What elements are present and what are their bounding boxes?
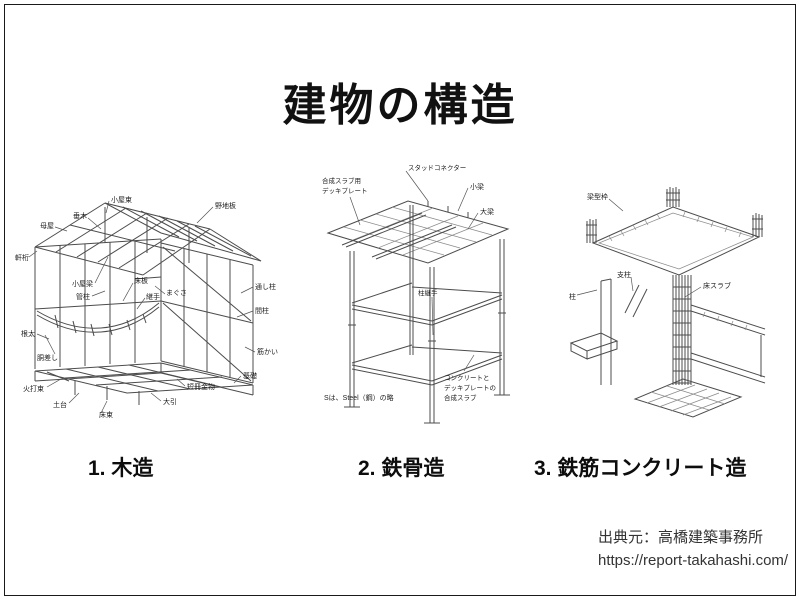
rc-labels: 梁型枠 支柱 柱 床スラブ (569, 192, 731, 301)
caption-row: 1. 木造 2. 鉄骨造 3. 鉄筋コンクリート造 (0, 452, 800, 482)
caption-steel: 2. 鉄骨造 (358, 457, 445, 480)
steel-structure-drawing: スタッドコネクター 小梁 大梁 合成スラブ用 デッキプレート 柱継手 Sは、St… (322, 163, 510, 424)
source-block: 出典元：高橋建築事務所 https://report-takahashi.com… (598, 527, 788, 572)
label-deck-line1: 合成スラブ用 (322, 176, 361, 185)
label-yukaita: 床板 (134, 276, 148, 285)
label-hashira-tsugite: 柱継手 (418, 288, 438, 297)
label-neda: 根太 (21, 329, 35, 338)
rc-leader-lines (576, 198, 702, 298)
caption-wood: 1. 木造 (88, 457, 154, 480)
label-yukazuka: 床束 (99, 410, 113, 419)
label-obiki: 大引 (163, 397, 177, 406)
label-nokigeta: 軒桁 (15, 253, 29, 262)
label-taruki: 垂木 (73, 211, 87, 220)
steel-structure-diagram: スタッドコネクター 小梁 大梁 合成スラブ用 デッキプレート 柱継手 Sは、St… (312, 155, 517, 440)
label-hashira: 柱 (569, 292, 576, 301)
label-stud-connector: スタッドコネクター (408, 163, 466, 172)
label-tsugite: 継手 (146, 292, 160, 301)
page-title: 建物の構造 (282, 81, 518, 131)
rc-beams (690, 304, 766, 384)
label-mabashira: 間柱 (255, 306, 269, 315)
rc-structure-diagram: 梁型枠 支柱 柱 床スラブ (565, 185, 775, 435)
source-url: https://report-takahashi.com/ (598, 551, 789, 569)
label-dodai: 土台 (53, 400, 67, 409)
rc-slab-formwork (591, 206, 761, 276)
label-koyazuka: 小屋束 (111, 195, 132, 204)
label-s-note: Sは、Steel（鋼）の略 (324, 393, 394, 402)
caption-rc: 3. 鉄筋コンクリート造 (534, 457, 747, 480)
label-tanzaku-kanamono: 短冊金物 (187, 382, 215, 391)
wood-second-floor (36, 302, 160, 337)
source-attribution: 出典元：高橋建築事務所 (598, 529, 764, 546)
label-nojiita: 野地板 (215, 201, 236, 210)
label-magusa: まぐさ (166, 289, 187, 297)
label-slab-line3: 合成スラブ (444, 393, 477, 402)
label-hiuchizuka: 火打束 (23, 384, 44, 393)
label-slab-line1: コンクリートと (444, 374, 490, 382)
wood-structure-drawing: 小屋束 野地板 垂木 母屋 軒桁 小屋梁 管柱 床板 継手 まぐさ 通し柱 間柱… (15, 195, 278, 419)
steel-deck-plate (326, 200, 510, 264)
wood-leader-lines (28, 200, 256, 414)
label-kiso: 基礎 (243, 371, 257, 380)
label-kudabashira: 管柱 (76, 292, 90, 301)
label-koyabari: 小屋梁 (72, 279, 93, 288)
label-obari: 大梁 (480, 207, 494, 216)
wood-labels: 小屋束 野地板 垂木 母屋 軒桁 小屋梁 管柱 床板 継手 まぐさ 通し柱 間柱… (15, 195, 278, 419)
rc-corner-rebar (586, 187, 763, 243)
wood-roof (34, 202, 262, 276)
label-moya: 母屋 (40, 222, 54, 230)
label-yuka-slab: 床スラブ (703, 281, 731, 290)
rc-structure-drawing: 梁型枠 支柱 柱 床スラブ (569, 187, 766, 418)
label-shichu: 支柱 (617, 270, 631, 279)
label-hari-katawaku: 梁型枠 (587, 192, 608, 201)
label-dozashi: 胴差し (37, 353, 58, 362)
rc-footing (569, 332, 743, 418)
wood-walls (34, 238, 254, 384)
steel-beams (351, 282, 503, 386)
wood-floor-foundation (34, 362, 254, 405)
steel-columns (344, 205, 510, 424)
rc-columns (600, 275, 692, 385)
label-slab-line2: デッキプレートの (444, 383, 496, 392)
label-toshibashira: 通し柱 (255, 282, 276, 291)
label-kobari: 小梁 (470, 182, 484, 191)
label-sujikai: 筋かい (257, 347, 278, 356)
steel-labels: スタッドコネクター 小梁 大梁 合成スラブ用 デッキプレート 柱継手 Sは、St… (322, 163, 496, 402)
wood-structure-diagram: 小屋束 野地板 垂木 母屋 軒桁 小屋梁 管柱 床板 継手 まぐさ 通し柱 間柱… (15, 183, 295, 435)
steel-leader-lines (349, 170, 479, 372)
label-deck-line2: デッキプレート (322, 186, 368, 195)
